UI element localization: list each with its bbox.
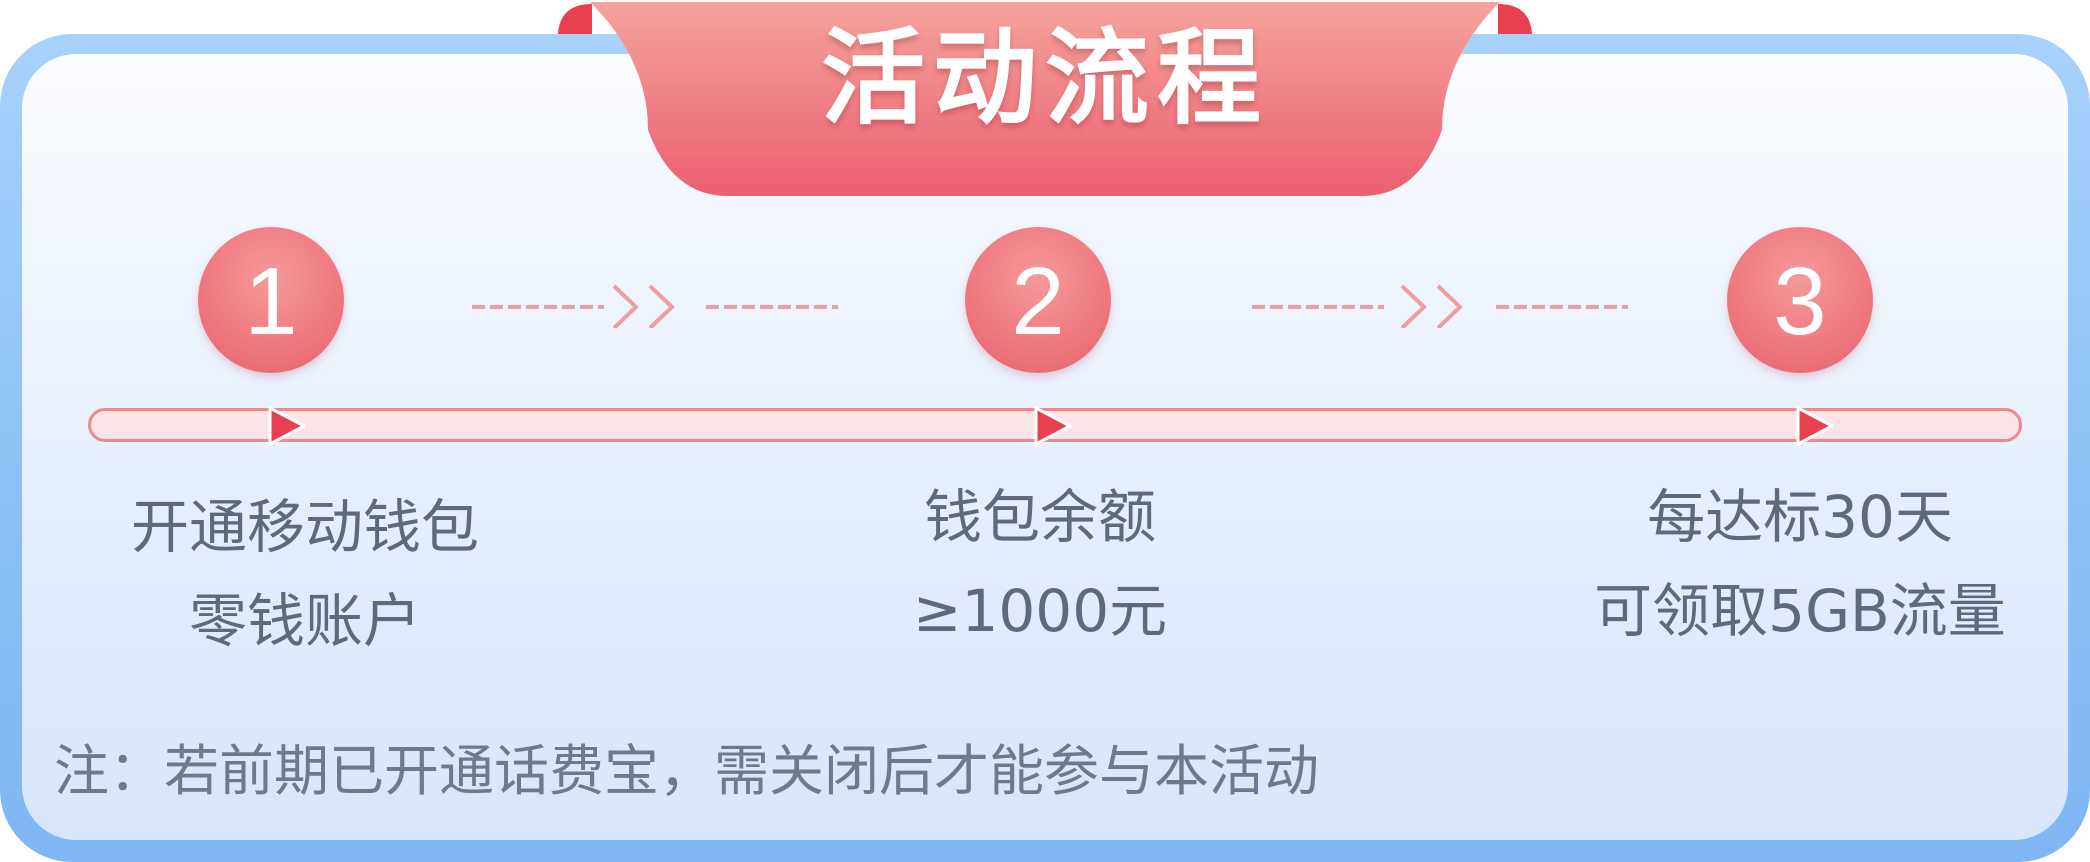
banner-shape	[558, 2, 1532, 196]
step-1-badge: 1	[198, 227, 344, 373]
step-2-line2: ≥1000元	[912, 577, 1168, 645]
step-1-line1: 开通移动钱包	[130, 493, 479, 561]
step-connector-1	[472, 284, 838, 328]
step-2-line1: 钱包余额	[923, 483, 1156, 551]
play-triangle-icon	[1034, 406, 1072, 446]
banner-title: 活动流程	[820, 17, 1269, 139]
step-3-description: 每达标30天 可领取5GB流量	[1560, 470, 2040, 658]
play-triangle-icon	[1796, 406, 1834, 446]
activity-note: 注：若前期已开通话费宝，需关闭后才能参与本活动	[54, 739, 1320, 803]
double-chevron-right-icon	[612, 284, 675, 328]
title-banner: 活动流程	[552, 0, 1538, 200]
play-triangle-icon	[268, 406, 306, 446]
step-2-description: 钱包余额 ≥1000元	[840, 470, 1240, 658]
step-1-description: 开通移动钱包 零钱账户	[70, 480, 540, 668]
double-chevron-right-icon	[1400, 284, 1463, 328]
step-connector-2	[1252, 284, 1628, 328]
step-3-badge: 3	[1727, 227, 1873, 373]
step-3-number: 3	[1773, 248, 1827, 355]
step-1-number: 1	[244, 248, 298, 355]
step-1-line2: 零钱账户	[188, 587, 421, 655]
step-3-line1: 每达标30天	[1647, 483, 1953, 551]
step-2-badge: 2	[965, 227, 1111, 373]
step-2-number: 2	[1011, 248, 1065, 355]
step-3-line2: 可领取5GB流量	[1594, 577, 2006, 645]
